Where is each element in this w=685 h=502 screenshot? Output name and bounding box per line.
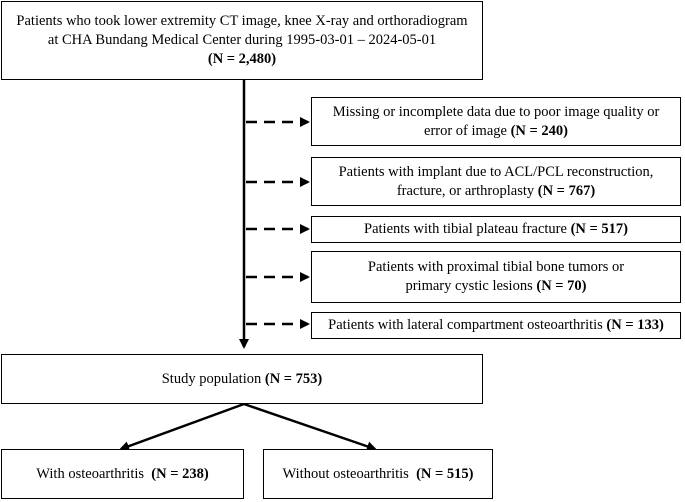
exclusion-3-count: (N = 517) [570,221,628,237]
exclusion-box-lateral-oa: Patients with lateral compartment osteoa… [311,312,681,339]
source-population-line2: at CHA Bundang Medical Center during 199… [47,32,437,48]
source-population-box: Patients who took lower extremity CT ima… [1,1,483,80]
with-oa-count: (N = 238) [151,465,209,482]
exclusion-2-line2: fracture, or arthroplasty (N = 767) [396,182,596,199]
exclusion-1-count: (N = 240) [510,122,568,139]
with-oa-box: With osteoarthritis (N = 238) [1,449,244,499]
exclusion-3-line1: Patients with tibial plateau fracture (N… [364,221,628,237]
exclusion-box-plateau-fracture: Patients with tibial plateau fracture (N… [311,216,681,243]
exclusion-box-bone-tumors: Patients with proximal tibial bone tumor… [311,251,681,303]
study-population-box: Study population (N = 753) [1,354,483,404]
source-population-count: (N = 2,480) [207,51,277,67]
without-oa-count: (N = 515) [416,465,474,482]
split-arrow-left [119,402,245,451]
without-oa-line: Without osteoarthritis (N = 515) [282,465,474,482]
with-oa-line: With osteoarthritis (N = 238) [36,465,209,482]
exclusion-4-line2: primary cystic lesions (N = 70) [405,278,587,294]
source-population-line1: Patients who took lower extremity CT ima… [16,13,468,29]
exclusion-box-image-quality: Missing or incomplete data due to poor i… [311,97,681,146]
exclusion-5-count: (N = 133) [606,317,664,333]
exclusion-2-line1: Patients with implant due to ACL/PCL rec… [338,163,654,180]
exclusion-5-line1: Patients with lateral compartment osteoa… [328,317,664,333]
exclusion-box-implant: Patients with implant due to ACL/PCL rec… [311,157,681,206]
exclusion-4-line1: Patients with proximal tibial bone tumor… [367,259,625,275]
exclusion-2-count: (N = 767) [537,182,596,199]
exclusion-1-line1: Missing or incomplete data due to poor i… [332,103,660,120]
exclusion-4-count: (N = 70) [536,278,587,294]
study-population-count: (N = 753) [264,370,323,387]
study-population-line: Study population (N = 753) [161,370,323,387]
split-arrow-right [243,402,377,452]
exclusion-1-line2: error of image (N = 240) [424,122,568,139]
without-oa-box: Without osteoarthritis (N = 515) [263,449,493,499]
